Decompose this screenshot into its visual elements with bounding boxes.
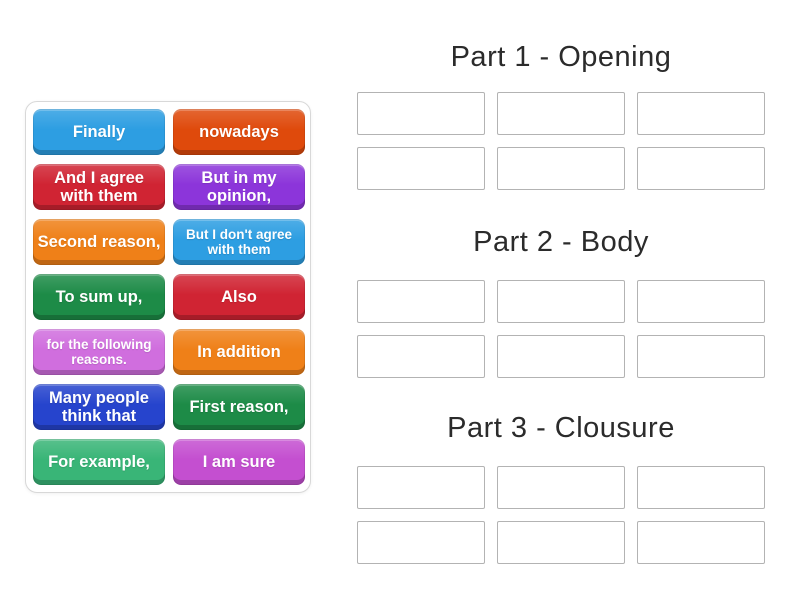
group-title: Part 2 - Body xyxy=(473,226,649,258)
word-tile-following-reasons[interactable]: for the following reasons. xyxy=(33,329,165,375)
drop-slot[interactable] xyxy=(497,335,625,378)
word-bank-panel: Finally nowadays And I agree with them B… xyxy=(25,101,311,493)
drop-slot[interactable] xyxy=(357,335,485,378)
drop-slot[interactable] xyxy=(357,280,485,323)
drop-slot[interactable] xyxy=(357,466,485,509)
word-tile-many-people[interactable]: Many people think that xyxy=(33,384,165,430)
word-tile-second-reason[interactable]: Second reason, xyxy=(33,219,165,265)
word-tile-nowadays[interactable]: nowadays xyxy=(173,109,305,155)
word-tile-finally[interactable]: Finally xyxy=(33,109,165,155)
word-tile-to-sum-up[interactable]: To sum up, xyxy=(33,274,165,320)
drop-slot[interactable] xyxy=(357,92,485,135)
drop-slot[interactable] xyxy=(637,335,765,378)
word-tile-first-reason[interactable]: First reason, xyxy=(173,384,305,430)
word-tile-i-am-sure[interactable]: I am sure xyxy=(173,439,305,485)
drop-slot[interactable] xyxy=(637,92,765,135)
group-title: Part 1 - Opening xyxy=(450,41,672,73)
drop-slot[interactable] xyxy=(497,147,625,190)
word-tile-for-example[interactable]: For example, xyxy=(33,439,165,485)
drop-slot[interactable] xyxy=(637,521,765,564)
drop-slot[interactable] xyxy=(497,466,625,509)
group-title: Part 3 - Clousure xyxy=(447,412,675,444)
word-tile-and-i-agree[interactable]: And I agree with them xyxy=(33,164,165,210)
drop-slot[interactable] xyxy=(637,466,765,509)
word-tile-but-i-dont-agree[interactable]: But I don't agree with them xyxy=(173,219,305,265)
word-tile-in-addition[interactable]: In addition xyxy=(173,329,305,375)
slot-grid xyxy=(357,92,765,190)
drop-slot[interactable] xyxy=(357,147,485,190)
drop-slot[interactable] xyxy=(497,92,625,135)
word-tile-also[interactable]: Also xyxy=(173,274,305,320)
drop-slot[interactable] xyxy=(637,280,765,323)
drop-slot[interactable] xyxy=(637,147,765,190)
drop-slot[interactable] xyxy=(497,521,625,564)
drop-slot[interactable] xyxy=(497,280,625,323)
drop-slot[interactable] xyxy=(357,521,485,564)
group-part-1-opening: Part 1 - Opening xyxy=(357,40,765,190)
word-tile-but-in-my-opinion[interactable]: But in my opinion, xyxy=(173,164,305,210)
slot-grid xyxy=(357,466,765,564)
slot-grid xyxy=(357,280,765,378)
group-part-2-body: Part 2 - Body xyxy=(357,225,765,378)
group-part-3-clousure: Part 3 - Clousure xyxy=(357,411,765,564)
